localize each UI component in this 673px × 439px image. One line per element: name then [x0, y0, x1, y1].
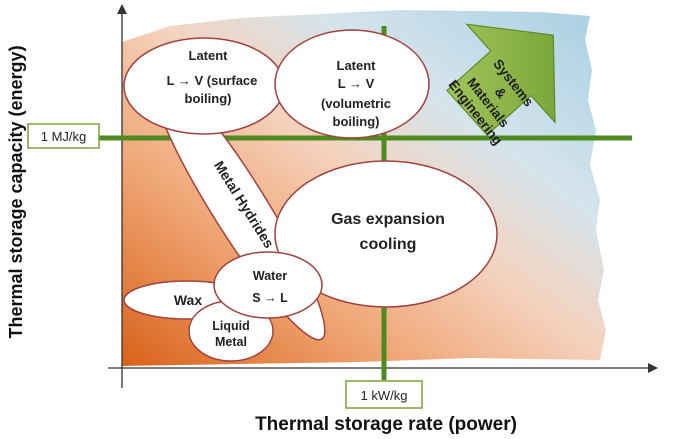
gas-expansion-ellipse	[274, 160, 498, 308]
svg-text:boiling): boiling)	[185, 91, 232, 106]
axes	[108, 4, 658, 388]
latent-volumetric-ellipse	[274, 29, 430, 139]
liquid-metal-label: Liquid Metal	[212, 319, 250, 349]
wax-label: Wax	[174, 292, 202, 308]
svg-text:Water: Water	[253, 269, 287, 283]
gas-expansion-label: Gas expansion cooling	[331, 211, 445, 253]
systems-materials-engineering-arrow	[446, 23, 556, 136]
y-axis-title: Thermal storage capacity (energy)	[6, 45, 26, 338]
svg-text:Latent: Latent	[337, 58, 377, 73]
svg-text:Gas expansion: Gas expansion	[331, 211, 445, 228]
svg-text:Liquid: Liquid	[212, 319, 250, 333]
water-label: Water S → L	[252, 269, 288, 305]
svg-text:(volumetric: (volumetric	[321, 96, 391, 111]
energy-threshold-box: 1 MJ/kg	[27, 123, 100, 149]
svg-text:Latent: Latent	[189, 48, 229, 63]
energy-threshold-label: 1 MJ/kg	[41, 129, 87, 144]
svg-text:Metal: Metal	[215, 335, 247, 349]
svg-text:S → L: S → L	[252, 291, 288, 305]
power-threshold-label: 1 kW/kg	[361, 388, 408, 403]
latent-volumetric-label: Latent L → V (volumetric boiling)	[321, 58, 391, 129]
svg-text:L → V: L → V	[338, 76, 375, 91]
svg-text:cooling: cooling	[360, 236, 417, 253]
water-ellipse	[213, 251, 323, 319]
svg-text:boiling): boiling)	[333, 114, 380, 129]
x-axis-title: Thermal storage rate (power)	[255, 414, 517, 435]
power-threshold-box: 1 kW/kg	[345, 380, 423, 409]
latent-surface-label: Latent L → V (surface boiling)	[167, 48, 258, 106]
svg-text:L → V (surface: L → V (surface	[167, 73, 258, 88]
